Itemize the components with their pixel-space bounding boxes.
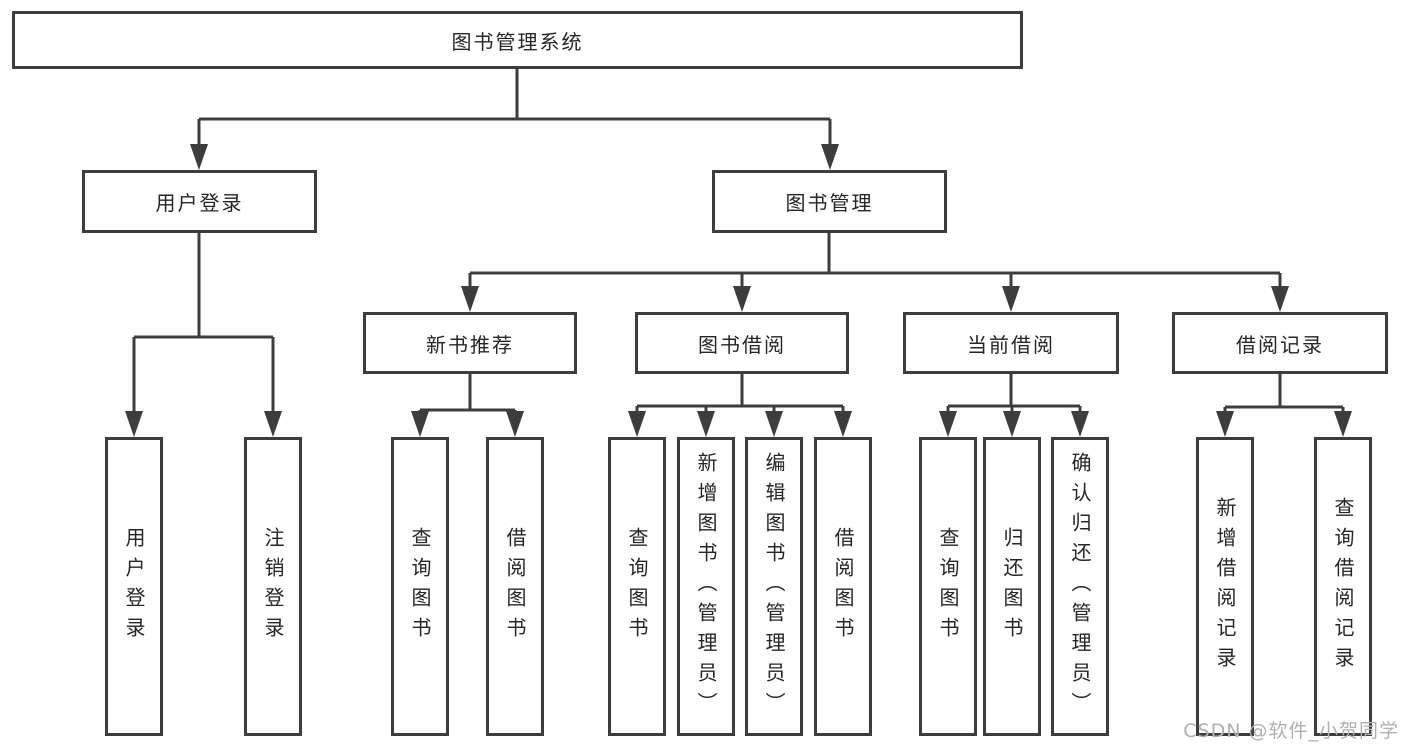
arrow-down-icon: [411, 411, 429, 437]
leaf-query-books-recommend: 查询图书: [391, 437, 449, 736]
arrow-down-icon: [1216, 411, 1234, 437]
watermark: CSDN @软件_小贺同学: [1183, 720, 1399, 742]
arrow-down-icon: [1003, 411, 1021, 437]
node-label: 借阅图书: [503, 526, 527, 647]
leaf-confirm-return-admin: 确认归还（管理员）: [1051, 437, 1109, 736]
leaf-user-login: 用户登录: [105, 437, 163, 736]
node-label: 当前借阅: [967, 332, 1055, 357]
arrow-down-icon: [461, 286, 479, 312]
arrow-down-icon: [697, 411, 715, 437]
node-label: 查询图书: [408, 526, 432, 647]
node-label: 归还图书: [1000, 526, 1024, 647]
node-root-library-system: 图书管理系统: [12, 11, 1023, 69]
connector-current-borrow-children: [939, 374, 1089, 437]
leaf-return-book: 归还图书: [983, 437, 1041, 736]
connector-book-borrow-children: [628, 374, 852, 437]
node-label: 注销登录: [261, 526, 285, 647]
node-label: 图书借阅: [698, 332, 786, 357]
leaf-query-borrow-record: 查询借阅记录: [1314, 437, 1372, 736]
connector-root-to-level2: [190, 69, 839, 170]
arrow-down-icon: [1002, 286, 1020, 312]
node-label: 查询图书: [936, 526, 960, 647]
node-borrow-record: 借阅记录: [1172, 312, 1388, 374]
arrow-down-icon: [1071, 411, 1089, 437]
arrow-down-icon: [190, 144, 208, 170]
leaf-query-books-borrow: 查询图书: [608, 437, 666, 736]
connector-borrow-record-children: [1216, 374, 1352, 437]
leaf-query-books-current: 查询图书: [919, 437, 977, 736]
arrow-down-icon: [821, 144, 839, 170]
connector-book-management-children: [461, 233, 1289, 312]
node-label: 用户登录: [122, 526, 146, 647]
node-current-borrow: 当前借阅: [903, 312, 1119, 374]
node-book-borrow: 图书借阅: [635, 312, 849, 374]
connector-new-book-children: [411, 374, 524, 437]
node-new-book-recommend: 新书推荐: [363, 312, 577, 374]
node-label: 确认归还（管理员）: [1068, 451, 1092, 722]
node-label: 查询图书: [625, 526, 649, 647]
node-book-management: 图书管理: [712, 170, 947, 233]
node-label: 查询借阅记录: [1331, 496, 1355, 677]
leaf-borrow-books: 借阅图书: [814, 437, 872, 736]
node-user-login: 用户登录: [82, 170, 317, 233]
node-label: 用户登录: [155, 191, 244, 215]
node-label: 新书推荐: [426, 332, 514, 357]
node-label: 新增借阅记录: [1213, 496, 1237, 677]
arrow-down-icon: [125, 411, 143, 437]
leaf-logout: 注销登录: [244, 437, 302, 736]
leaf-add-borrow-record: 新增借阅记录: [1196, 437, 1254, 736]
node-label: 借阅图书: [831, 526, 855, 647]
arrow-down-icon: [264, 411, 282, 437]
leaf-add-book-admin: 新增图书（管理员）: [677, 437, 735, 736]
arrow-down-icon: [939, 411, 957, 437]
arrow-down-icon: [1334, 411, 1352, 437]
leaf-edit-book-admin: 编辑图书（管理员）: [745, 437, 803, 736]
connector-user-login-children: [125, 233, 282, 437]
arrow-down-icon: [1271, 286, 1289, 312]
node-label: 编辑图书（管理员）: [762, 451, 786, 722]
node-label: 图书管理: [785, 191, 874, 215]
node-label: 借阅记录: [1236, 332, 1324, 357]
arrow-down-icon: [628, 411, 646, 437]
arrow-down-icon: [506, 411, 524, 437]
node-label: 图书管理系统: [451, 29, 584, 54]
leaf-borrow-books-recommend: 借阅图书: [486, 437, 544, 736]
node-label: 新增图书（管理员）: [694, 451, 718, 722]
arrow-down-icon: [834, 411, 852, 437]
arrow-down-icon: [733, 286, 751, 312]
arrow-down-icon: [765, 411, 783, 437]
